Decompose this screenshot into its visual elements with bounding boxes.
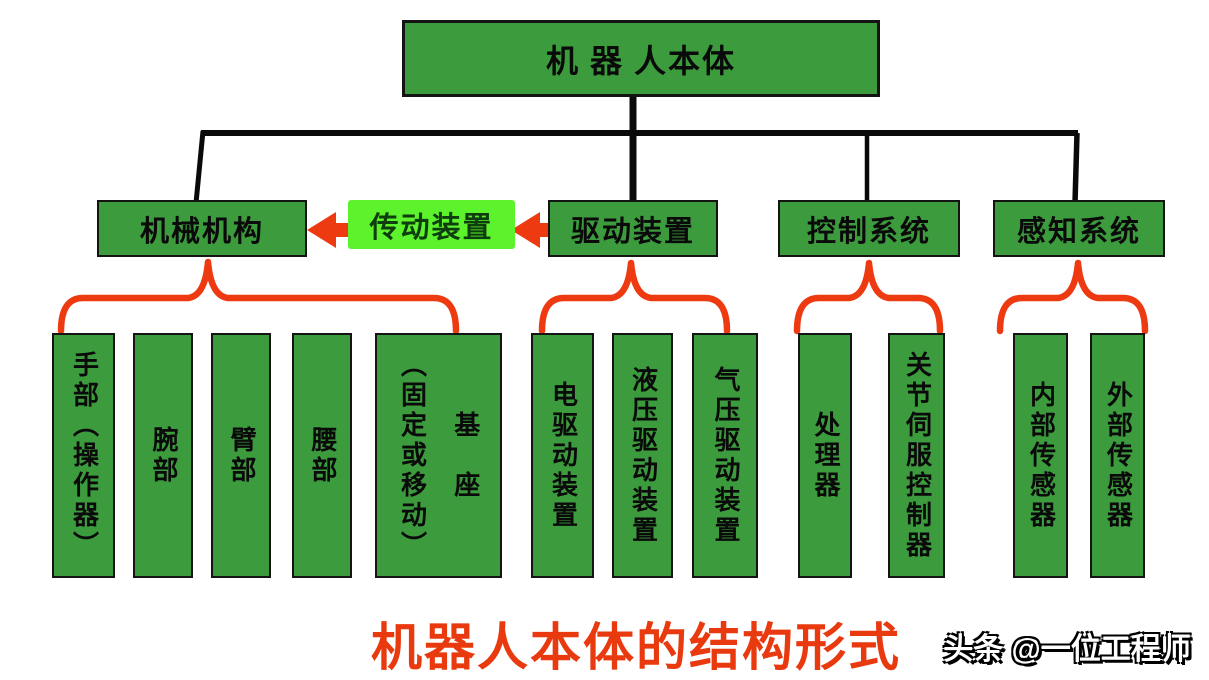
- brace-sense-children: [996, 259, 1149, 335]
- node-arm-label: 臂部: [226, 425, 256, 486]
- node-processor-label: 处理器: [810, 410, 840, 501]
- node-drive-device-label: 驱动装置: [570, 215, 695, 248]
- node-processor: 处理器: [798, 333, 852, 578]
- node-joint-servo-controller-label: 关节伺服控制器: [902, 350, 932, 561]
- node-wrist: 腕部: [133, 333, 193, 578]
- node-transmission-device-label: 传动装置: [369, 211, 494, 244]
- watermark: 头条 @一位工程师: [943, 633, 1191, 666]
- node-wrist-label: 腕部: [148, 425, 178, 486]
- node-joint-servo-controller: 关节伺服控制器: [888, 333, 945, 578]
- node-robot-body-label: 机 器 人本体: [545, 42, 736, 79]
- node-waist-label: 腰部: [307, 425, 337, 486]
- connector-to-sense: [1072, 132, 1080, 204]
- node-hydraulic-drive: 液压驱动装置: [612, 333, 673, 578]
- connector-to-mech: [193, 130, 206, 204]
- node-control-system: 控制系统: [778, 200, 960, 257]
- node-pneumatic-drive-label: 气压驱动装置: [710, 365, 740, 546]
- node-drive-device: 驱动装置: [548, 200, 718, 257]
- node-mechanical-mechanism-label: 机械机构: [139, 215, 264, 248]
- brace-mech-children: [57, 258, 460, 335]
- node-external-sensor-label: 外部传感器: [1103, 380, 1133, 531]
- diagram-caption: 机器人本体的结构形式: [370, 621, 901, 677]
- node-perception-system: 感知系统: [993, 200, 1165, 257]
- node-hand-end-effector: 手部（操作器）: [52, 333, 115, 578]
- arrow-trans-to-mech-icon: [307, 212, 350, 248]
- node-hydraulic-drive-label: 液压驱动装置: [628, 365, 658, 546]
- node-robot-body: 机 器 人本体: [402, 20, 880, 97]
- node-waist: 腰部: [292, 333, 352, 578]
- node-perception-system-label: 感知系统: [1016, 215, 1141, 248]
- arrow-drive-to-trans-icon: [511, 212, 551, 248]
- node-hand-end-effector-label: 手部（操作器）: [69, 350, 99, 561]
- brace-control-children: [793, 259, 944, 335]
- node-internal-sensor: 内部传感器: [1013, 333, 1068, 578]
- node-base-fixed-or-mobile-label: 基 座 （固定或移动）: [397, 350, 480, 561]
- node-arm: 臂部: [211, 333, 271, 578]
- node-control-system-label: 控制系统: [806, 215, 931, 248]
- node-base-fixed-or-mobile: 基 座 （固定或移动）: [375, 333, 502, 578]
- node-pneumatic-drive: 气压驱动装置: [692, 333, 758, 578]
- node-electric-drive: 电驱动装置: [531, 333, 594, 578]
- node-transmission-device: 传动装置: [348, 200, 515, 249]
- node-electric-drive-label: 电驱动装置: [548, 380, 578, 531]
- node-internal-sensor-label: 内部传感器: [1026, 380, 1056, 531]
- node-external-sensor: 外部传感器: [1090, 333, 1145, 578]
- node-mechanical-mechanism: 机械机构: [97, 200, 307, 257]
- brace-drive-children: [538, 259, 731, 335]
